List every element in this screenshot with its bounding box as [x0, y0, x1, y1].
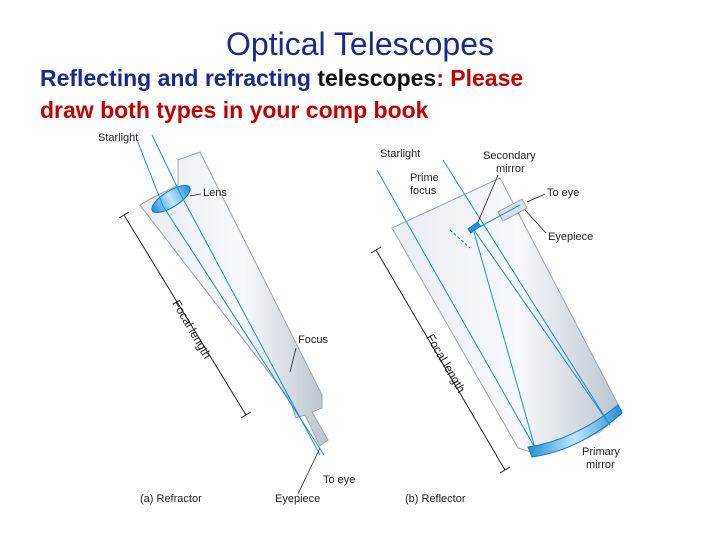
reflector-caption: (b) Reflector: [405, 493, 466, 505]
svg-text:Secondary: Secondary: [483, 150, 536, 162]
refractor-eyepiece-label: Eyepiece: [275, 493, 320, 505]
svg-text:Prime: Prime: [410, 172, 439, 184]
reflector-focal-bracket: [370, 246, 511, 474]
reflector-primary-label: Primary mirror: [582, 446, 620, 471]
reflector-toeye-pointer: [526, 193, 546, 203]
subtitle-part4: draw both types in your comp book: [40, 97, 429, 123]
refractor-tube: [139, 151, 329, 447]
svg-text:mirror: mirror: [586, 459, 615, 471]
refractor-to-eye-label: To eye: [323, 474, 355, 486]
reflector-eyepiece-tube: [497, 198, 528, 222]
reflector-prime-focus-label: Prime focus: [410, 172, 439, 197]
refractor-focus-pointer: [289, 347, 297, 373]
reflector-primary-mirror: [527, 404, 623, 458]
svg-text:focus: focus: [410, 185, 437, 197]
subtitle-part1: Reflecting and refracting: [40, 65, 318, 91]
reflector-rays: [376, 159, 611, 449]
subtitle-part2: telescopes: [317, 65, 437, 91]
refractor-focal-bracket: [118, 211, 252, 419]
reflector-starlight-label: Starlight: [380, 148, 420, 160]
reflector-eyepiece-pointer: [524, 209, 547, 234]
reflector-secondary-label: Secondary mirror: [483, 150, 536, 175]
reflector-tube: [391, 177, 623, 456]
refractor-lens-pointer: [189, 193, 202, 197]
reflector-group: Starlight Secondary mirror Prime focus T…: [370, 148, 623, 505]
slide-title: Optical Telescopes: [226, 26, 494, 62]
reflector-to-eye-label: To eye: [547, 187, 579, 199]
refractor-focal-length-label: Focal length: [169, 298, 214, 362]
refractor-rays: [136, 134, 325, 456]
refractor-lens-label: Lens: [203, 187, 227, 199]
refractor-eyepiece-pointer: [297, 447, 321, 495]
refractor-lens: [151, 185, 191, 213]
refractor-group: Starlight Lens Focal length Focus To eye…: [98, 132, 355, 505]
refractor-focus-label: Focus: [298, 334, 328, 346]
slide-subtitle: Reflecting and refracting telescopes: Pl…: [40, 62, 700, 126]
refractor-caption: (a) Refractor: [140, 493, 202, 505]
reflector-secondary-pointer: [477, 174, 499, 223]
svg-text:mirror: mirror: [496, 163, 525, 175]
reflector-eyepiece-label: Eyepiece: [548, 231, 593, 243]
subtitle-part3: : Please: [436, 65, 524, 91]
refractor-starlight-label: Starlight: [98, 132, 138, 144]
svg-text:Primary: Primary: [582, 446, 620, 458]
